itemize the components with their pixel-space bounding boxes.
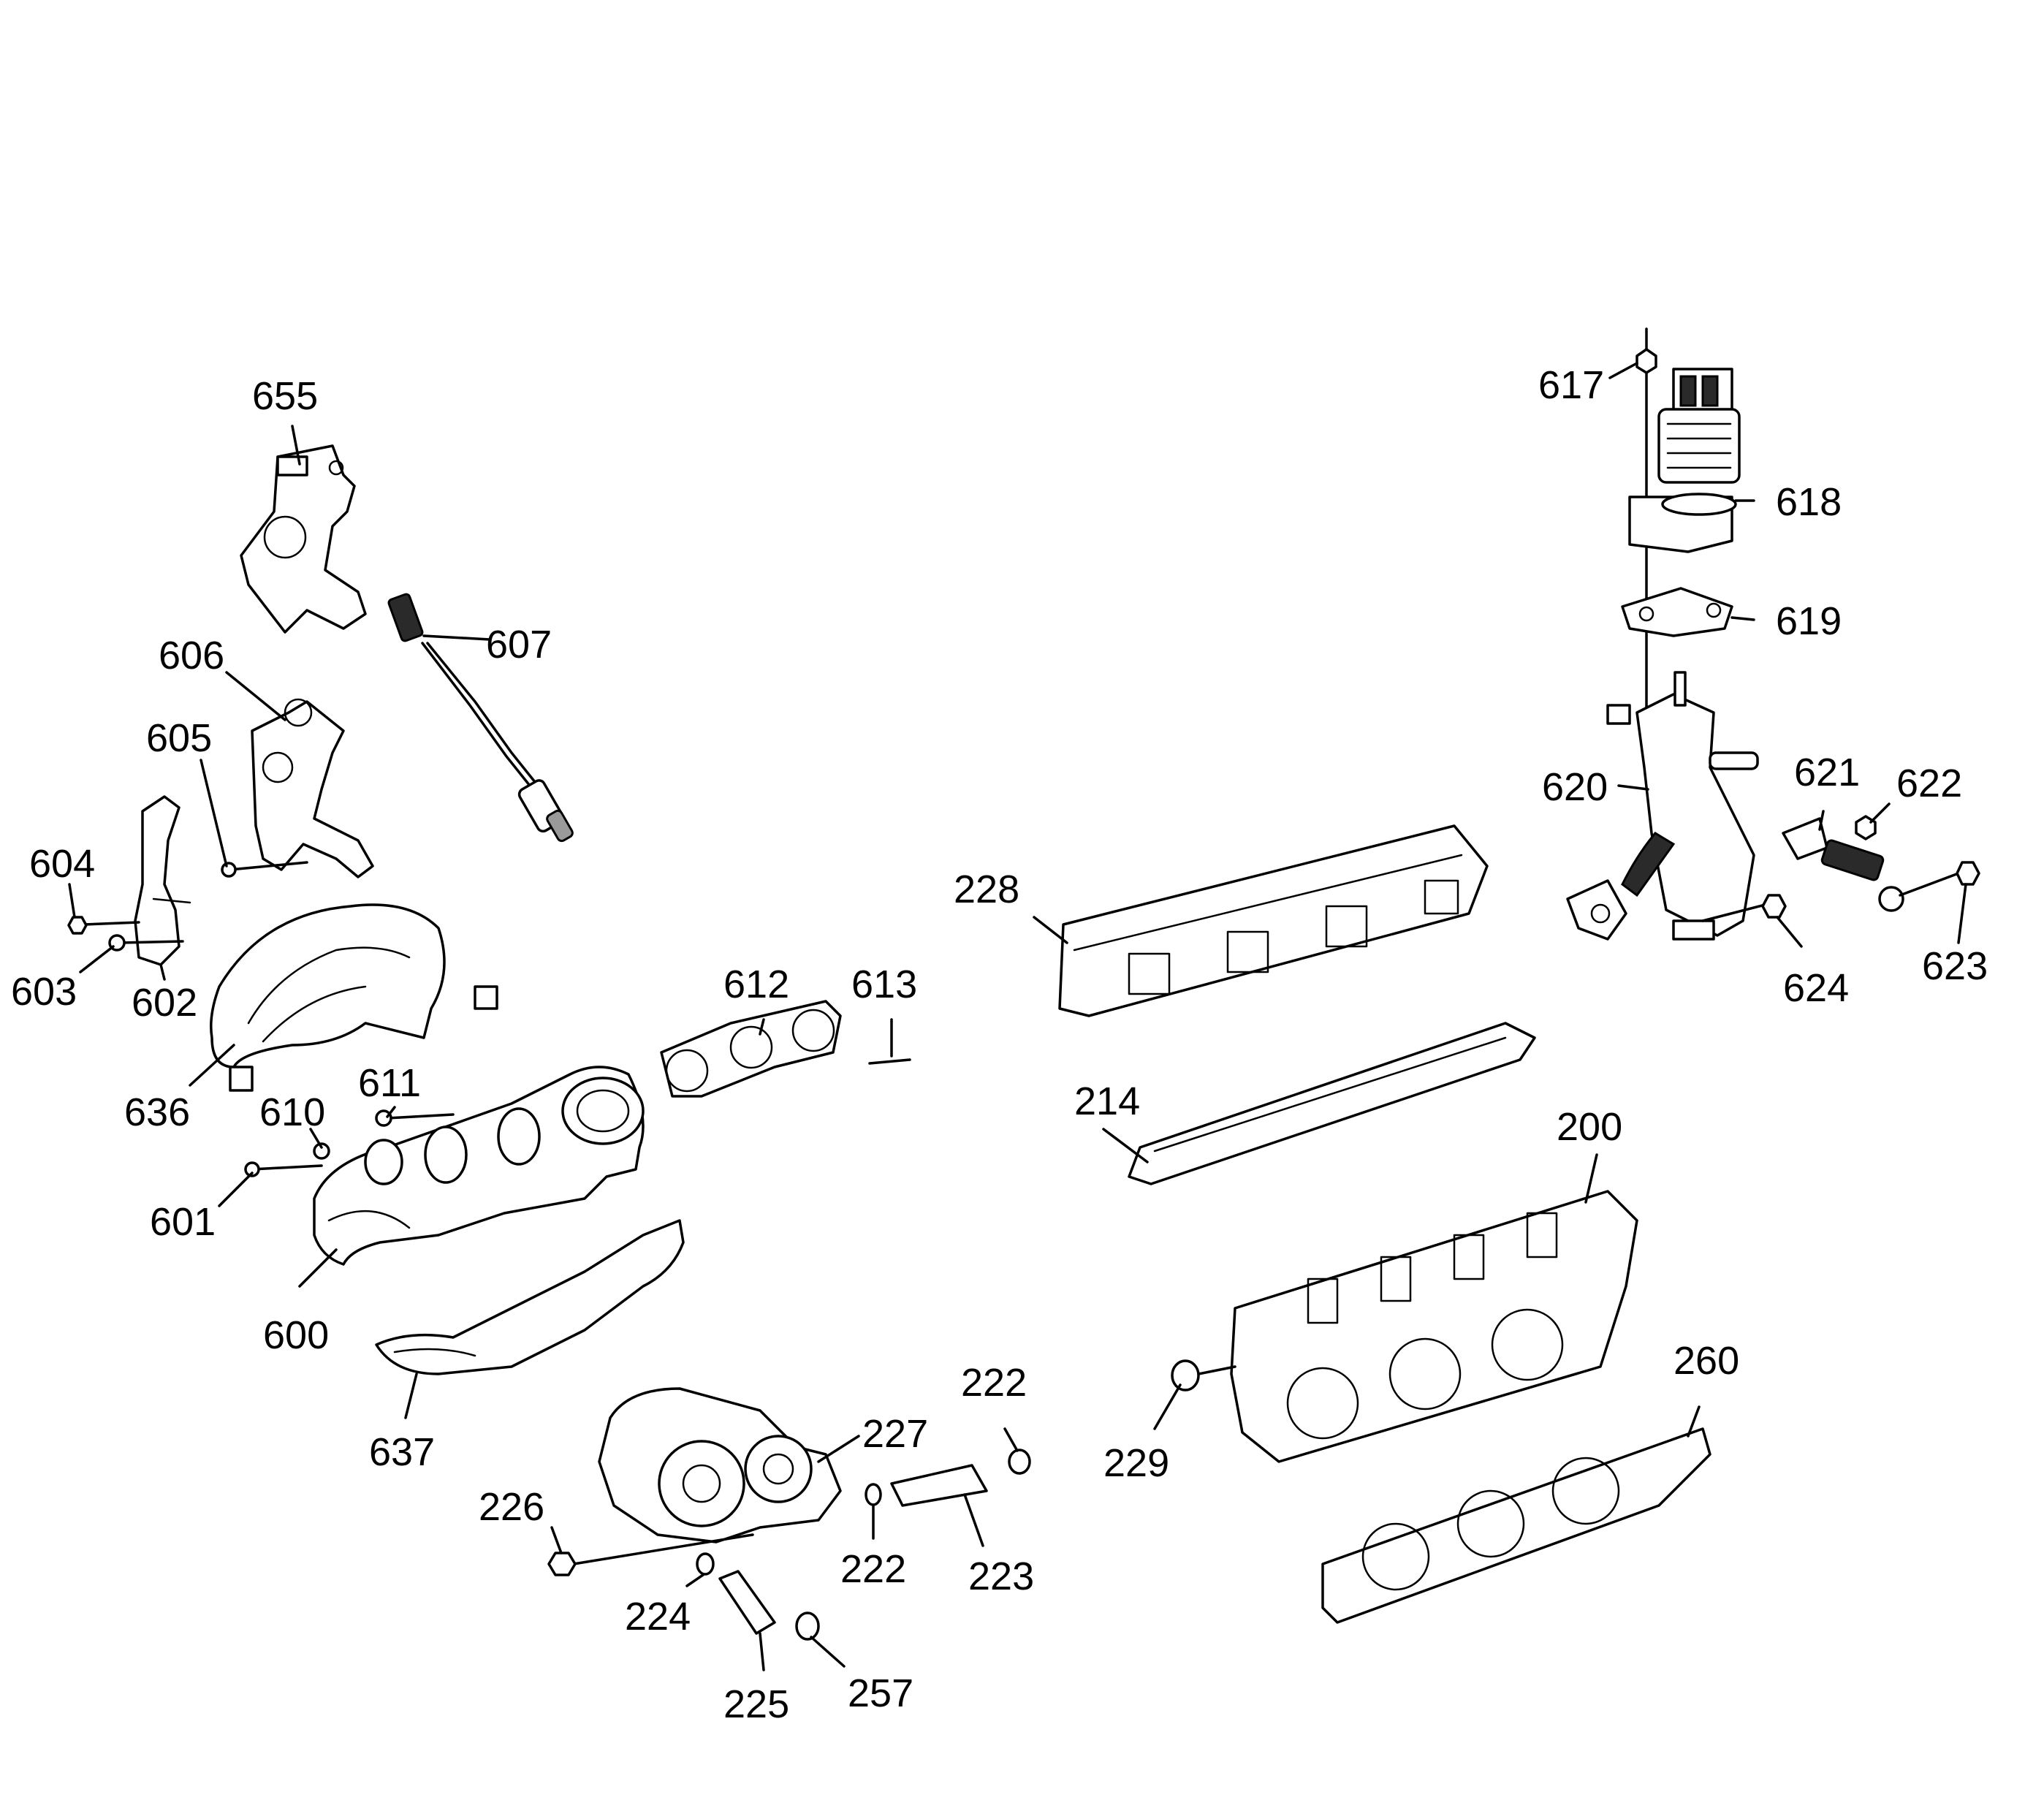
callout-227: 227 — [862, 1412, 928, 1456]
callout-labels: 617 618 619 620 621 622 623 624 655 607 … — [11, 363, 1988, 1726]
callout-226: 226 — [479, 1485, 544, 1529]
part-260-head-gasket — [1321, 1427, 1711, 1624]
part-637-heat-shield — [375, 1219, 685, 1375]
part-636-heat-shield — [210, 903, 498, 1092]
part-617-nut — [1635, 348, 1657, 374]
part-611-bolt — [375, 1109, 455, 1127]
part-214-plenum-gasket — [1128, 1022, 1536, 1185]
callout-612: 612 — [723, 963, 789, 1006]
callout-600: 600 — [263, 1313, 329, 1357]
callout-620: 620 — [1542, 765, 1608, 809]
callout-260: 260 — [1673, 1339, 1739, 1383]
part-620-egr-pipe-bracket — [1566, 671, 1759, 941]
part-226-bolt — [547, 1533, 754, 1576]
part-601-stud — [244, 1161, 323, 1177]
callout-622: 622 — [1896, 762, 1962, 805]
callout-223: 223 — [968, 1554, 1034, 1598]
callout-222-right: 222 — [961, 1361, 1027, 1405]
part-610-bolt — [313, 1142, 330, 1160]
part-602-bracket — [134, 795, 191, 966]
callout-624: 624 — [1783, 966, 1849, 1010]
callout-619: 619 — [1776, 599, 1842, 643]
part-257-oring — [795, 1611, 820, 1641]
callout-607: 607 — [486, 623, 552, 667]
part-618-egr-valve — [1628, 368, 1741, 553]
callout-228: 228 — [954, 867, 1019, 911]
part-623-bolt — [1899, 861, 1980, 897]
callout-606: 606 — [159, 634, 224, 677]
callout-611: 611 — [358, 1061, 421, 1105]
part-605-bolt — [221, 861, 308, 878]
callout-229: 229 — [1103, 1441, 1169, 1485]
part-227-water-pump — [598, 1387, 842, 1544]
part-225-pipe — [718, 1570, 776, 1635]
callout-601: 601 — [150, 1200, 216, 1244]
callout-605: 605 — [146, 716, 212, 760]
part-229-plug — [1171, 1359, 1236, 1392]
callout-200: 200 — [1557, 1105, 1622, 1149]
callout-610: 610 — [259, 1090, 325, 1134]
part-606-bracket — [251, 698, 374, 878]
callout-257: 257 — [848, 1671, 913, 1715]
callout-224: 224 — [625, 1595, 691, 1639]
callout-214: 214 — [1074, 1079, 1140, 1123]
callout-655: 655 — [252, 374, 318, 418]
callout-618: 618 — [1776, 480, 1842, 524]
part-222-oring-right — [1008, 1449, 1031, 1475]
callout-636: 636 — [124, 1090, 190, 1134]
leader-lines — [68, 362, 1967, 1671]
part-621-sensor — [1782, 817, 1904, 912]
part-613-stud — [868, 1058, 911, 1065]
part-224-oring — [696, 1552, 715, 1576]
part-619-gasket — [1621, 587, 1733, 637]
callout-617: 617 — [1538, 363, 1604, 407]
callout-637: 637 — [369, 1430, 435, 1474]
callout-623: 623 — [1922, 944, 1988, 988]
egr-valve-group — [1566, 327, 1980, 941]
callout-225: 225 — [723, 1682, 789, 1726]
callout-621: 621 — [1794, 751, 1860, 794]
callout-222-left: 222 — [840, 1547, 906, 1591]
part-607-oxygen-sensor — [387, 593, 574, 843]
part-222-oring-left — [865, 1483, 882, 1506]
part-624-bolt — [1701, 894, 1787, 922]
part-604-bolt — [67, 916, 140, 935]
callout-602: 602 — [132, 981, 197, 1025]
callout-613: 613 — [851, 963, 917, 1006]
part-600-exhaust-manifold — [313, 1066, 645, 1266]
callout-604: 604 — [29, 842, 95, 886]
part-223-pipe — [890, 1464, 988, 1507]
part-200-cylinder-head — [1230, 1190, 1638, 1463]
part-228-intake-plenum — [1058, 824, 1489, 1017]
part-655-bracket — [240, 444, 367, 634]
callout-603: 603 — [11, 970, 77, 1014]
part-612-manifold-gasket — [660, 1000, 842, 1098]
